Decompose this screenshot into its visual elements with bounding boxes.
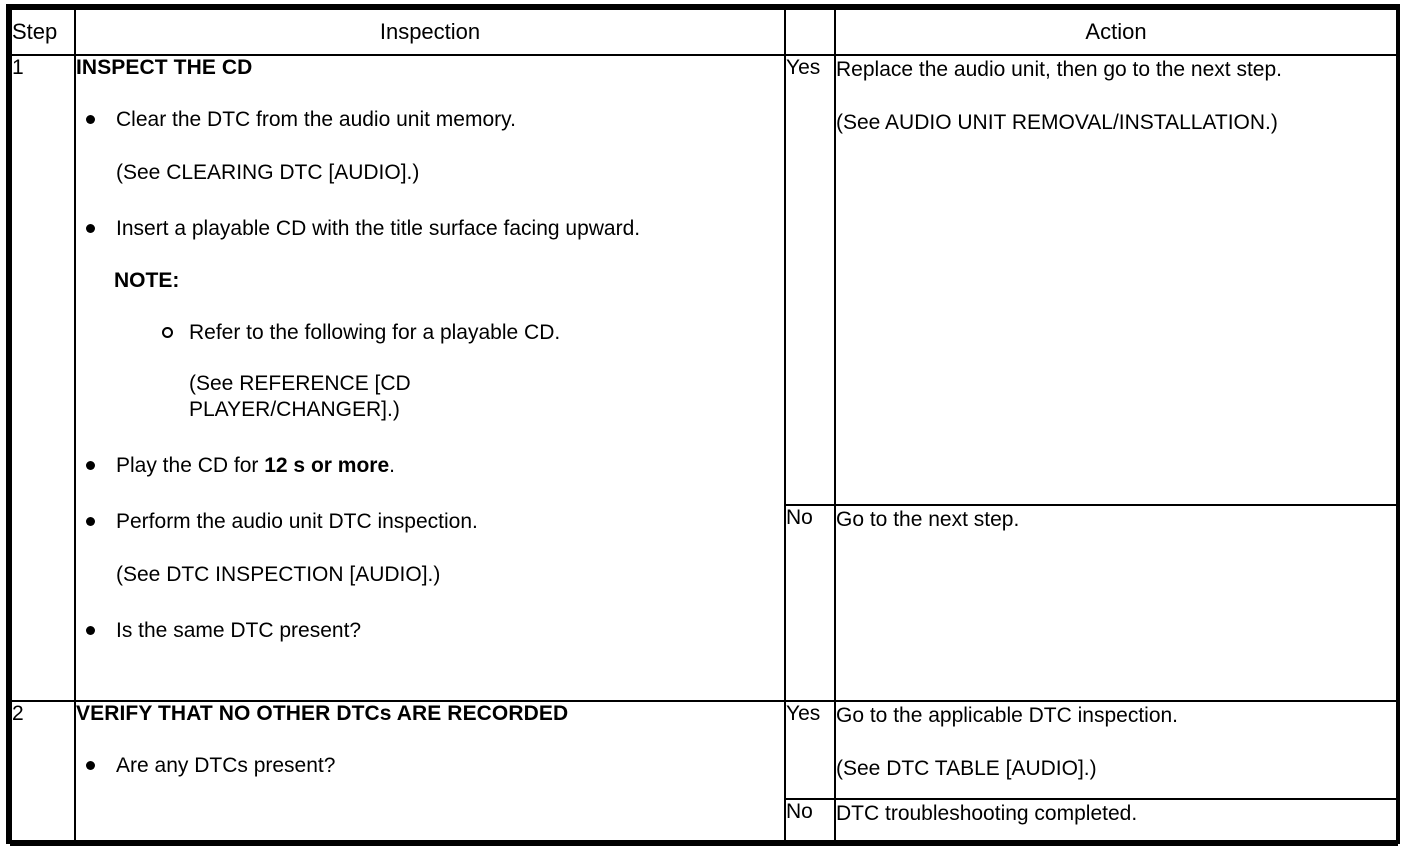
filled-bullet-icon	[86, 223, 95, 233]
list-item: Are any DTCs present?	[76, 753, 784, 780]
action-cell-step-2-yes: Go to the applicable DTC inspection. (Se…	[834, 700, 1398, 800]
result-label-step-2-no: No	[784, 798, 836, 846]
reference-text: (See CLEARING DTC [AUDIO].)	[76, 160, 784, 187]
inspection-title-step-1: INSPECT THE CD	[76, 56, 253, 79]
list-item-text: Clear the DTC from the audio unit memory…	[116, 108, 516, 131]
inspection-cell-step-2: VERIFY THAT NO OTHER DTCs ARE RECORDED A…	[74, 700, 786, 846]
list-item: Clear the DTC from the audio unit memory…	[76, 107, 784, 134]
inspection-cell-step-1: INSPECT THE CD Clear the DTC from the au…	[74, 54, 786, 702]
header-action: Action	[834, 8, 1398, 56]
list-item: Insert a playable CD with the title surf…	[76, 216, 784, 243]
filled-bullet-icon	[86, 517, 95, 527]
result-label-step-2-yes: Yes	[784, 700, 836, 800]
list-item-text-post: .	[389, 454, 395, 478]
filled-bullet-icon	[86, 760, 95, 770]
reference-text: (See DTC INSPECTION [AUDIO].)	[76, 562, 784, 589]
action-cell-step-1-yes: Replace the audio unit, then go to the n…	[834, 54, 1398, 506]
action-text-primary: DTC troubleshooting completed.	[836, 802, 1138, 825]
inspection-title-step-2: VERIFY THAT NO OTHER DTCs ARE RECORDED	[76, 702, 569, 725]
list-item-text-pre: Play the CD for	[116, 454, 265, 478]
table-row-step-2-no: No DTC troubleshooting completed.	[11, 798, 1398, 846]
table-header-row: Step Inspection Action	[10, 8, 1398, 56]
list-item-text: Insert a playable CD with the title surf…	[116, 216, 641, 240]
inspection-list-step-2: Are any DTCs present?	[76, 753, 784, 780]
header-inspection: Inspection	[74, 8, 786, 56]
result-label-step-1-yes: Yes	[784, 54, 836, 506]
header-step: Step	[10, 8, 76, 56]
step-number-2: 2	[10, 700, 76, 846]
table-row-step-1-yes: 1 INSPECT THE CD Clear the DTC from the …	[10, 54, 1398, 702]
list-item: Perform the audio unit DTC inspection.	[76, 509, 784, 536]
note-list-item-text: Refer to the following for a playable CD…	[189, 320, 561, 344]
action-text-primary: Go to the next step.	[836, 508, 1020, 531]
action-cell-step-2-no: DTC troubleshooting completed.	[834, 798, 1398, 846]
action-text-primary: Replace the audio unit, then go to the n…	[836, 58, 1282, 81]
list-item: Is the same DTC present?	[76, 618, 784, 645]
list-item: Play the CD for 12 s or more.	[76, 453, 784, 480]
step-number-1: 1	[10, 54, 76, 702]
reference-label: (See CLEARING DTC [AUDIO].)	[116, 160, 420, 184]
header-yesno-blank	[784, 8, 836, 56]
troubleshooting-table-frame: Step Inspection Action 1 INSPECT THE CD …	[6, 4, 1400, 846]
inspection-list-step-1: Clear the DTC from the audio unit memory…	[76, 107, 784, 645]
list-item-text: Are any DTCs present?	[116, 754, 336, 777]
list-item-text-emphasis: 12 s or more	[264, 454, 390, 478]
action-text-primary: Go to the applicable DTC inspection.	[836, 704, 1179, 727]
action-text-reference: (See AUDIO UNIT REMOVAL/INSTALLATION.)	[836, 111, 1278, 135]
filled-bullet-icon	[86, 461, 95, 471]
note-label: NOTE:	[114, 268, 180, 292]
note-reference-text: (See REFERENCE [CD PLAYER/CHANGER].)	[189, 371, 411, 422]
action-cell-step-1-no: Go to the next step.	[834, 504, 1398, 702]
table-row-step-2-yes: 2 VERIFY THAT NO OTHER DTCs ARE RECORDED…	[10, 700, 1398, 846]
table-row-step-1-no: No Go to the next step.	[11, 504, 1398, 702]
list-item-text: Is the same DTC present?	[116, 618, 362, 642]
result-label-step-1-no: No	[784, 504, 836, 702]
troubleshooting-table: Step Inspection Action 1 INSPECT THE CD …	[10, 8, 1398, 846]
filled-bullet-icon	[86, 114, 95, 124]
filled-bullet-icon	[86, 625, 95, 635]
hollow-bullet-icon	[162, 326, 173, 338]
note-list-item: Refer to the following for a playable CD…	[76, 320, 784, 347]
action-text-reference: (See DTC TABLE [AUDIO].)	[836, 757, 1097, 781]
list-item-text: Perform the audio unit DTC inspection.	[116, 510, 478, 534]
reference-label: (See DTC INSPECTION [AUDIO].)	[116, 563, 441, 586]
